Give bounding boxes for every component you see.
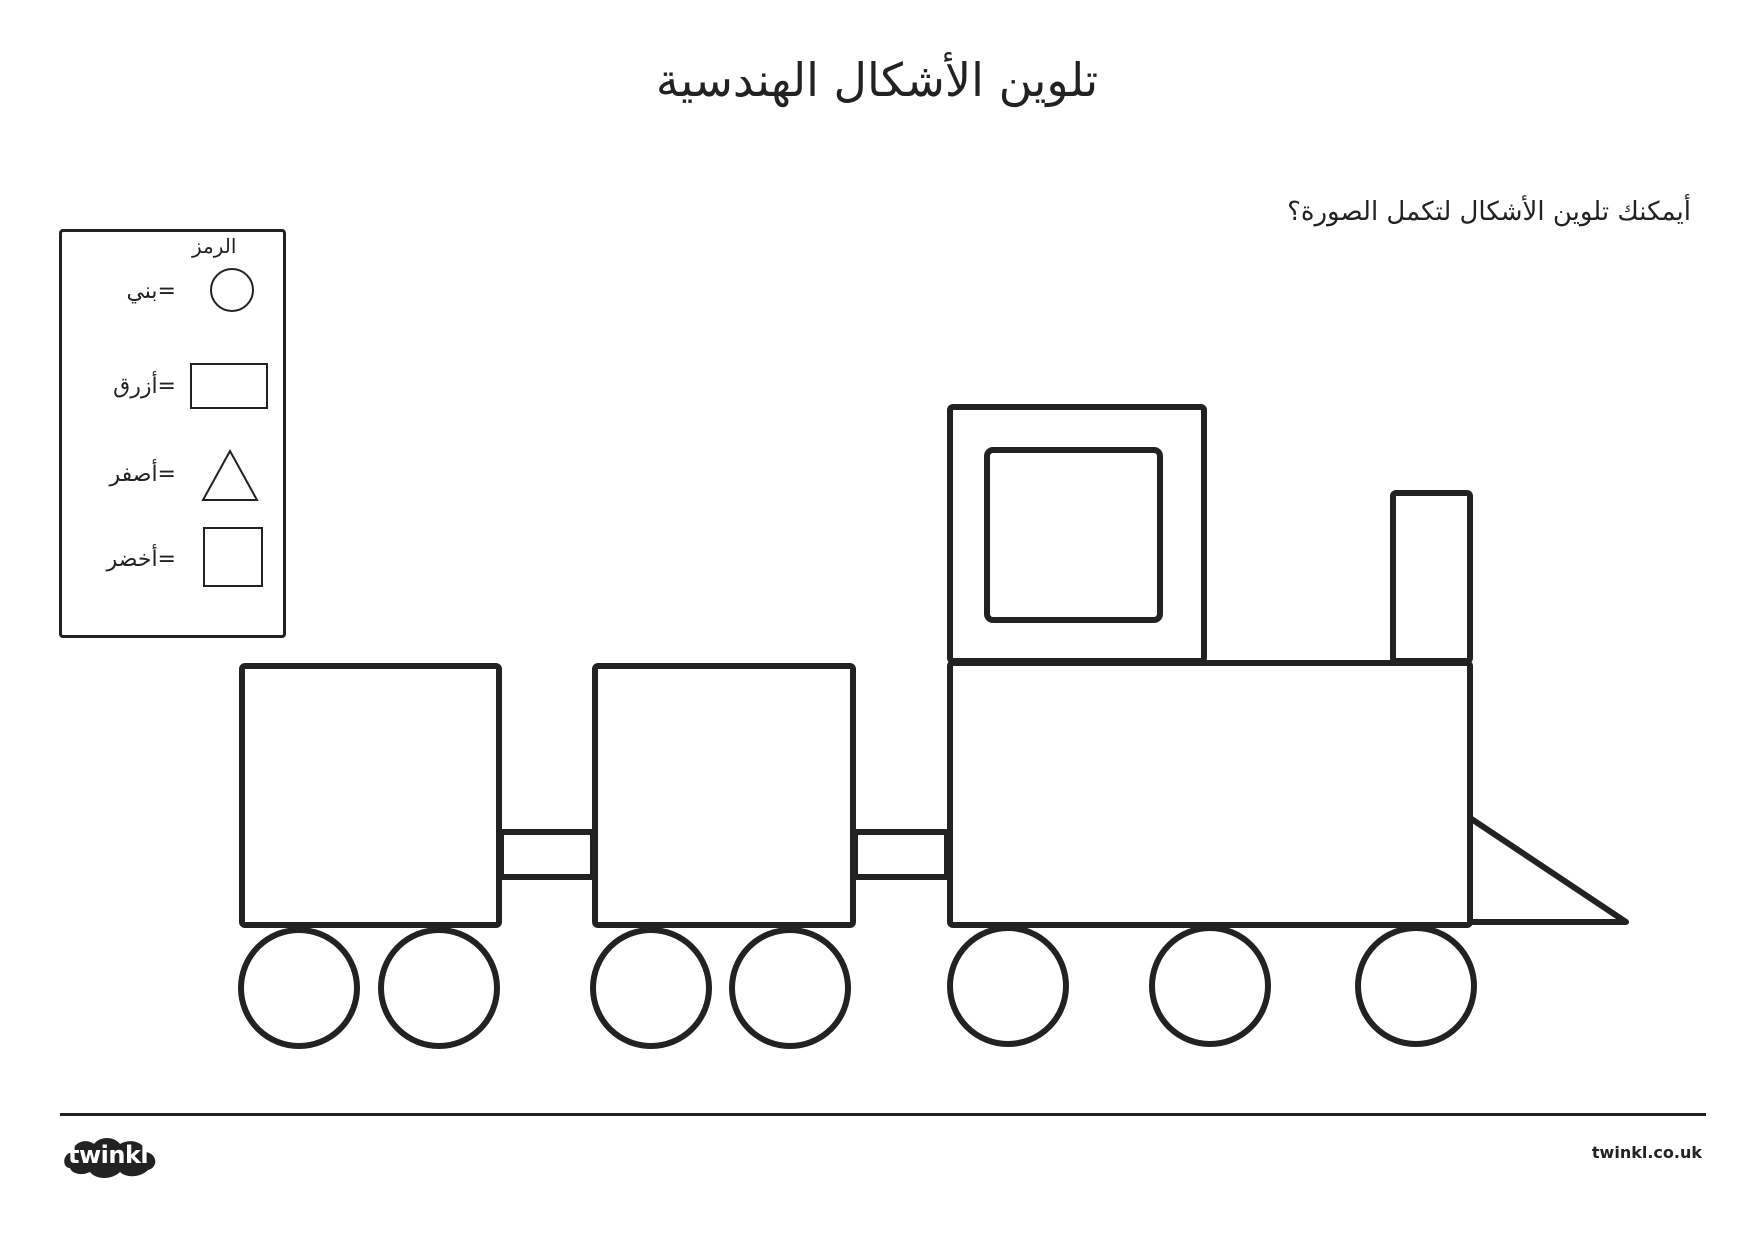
wheel <box>378 927 500 1049</box>
wagon-2-body <box>592 663 856 928</box>
key-circle-icon <box>210 268 254 312</box>
engine-window <box>984 447 1163 623</box>
wheel <box>238 927 360 1049</box>
key-title: الرمز <box>192 234 237 258</box>
key-box <box>59 229 286 638</box>
coupling-1 <box>498 829 596 880</box>
site-url[interactable]: twinkl.co.uk <box>1591 1143 1702 1162</box>
wheel <box>1355 925 1477 1047</box>
key-triangle-icon <box>201 449 259 501</box>
logo-text: twinkl <box>68 1141 149 1169</box>
twinkl-logo-icon <box>64 1138 156 1178</box>
key-square-icon <box>203 527 263 587</box>
key-rectangle-icon <box>190 363 268 409</box>
wheel <box>1149 925 1271 1047</box>
key-label-green: =أخضر <box>106 547 176 572</box>
engine-cowcatcher <box>1467 815 1629 925</box>
wheel <box>590 927 712 1049</box>
key-label-blue: =أزرق <box>113 374 176 399</box>
wheel <box>729 927 851 1049</box>
footer-rule <box>60 1113 1706 1116</box>
wheel <box>947 925 1069 1047</box>
key-label-yellow: =أصفر <box>109 462 177 487</box>
wagon-1-body <box>239 663 502 928</box>
worksheet-title: تلوين الأشكال الهندسية <box>655 53 1099 107</box>
coupling-2 <box>852 829 950 880</box>
engine-chimney <box>1390 490 1473 664</box>
key-label-brown: =بني <box>126 279 176 304</box>
engine-body <box>947 660 1473 928</box>
worksheet-question: أيمكنك تلوين الأشكال لتكمل الصورة؟ <box>1287 197 1691 227</box>
